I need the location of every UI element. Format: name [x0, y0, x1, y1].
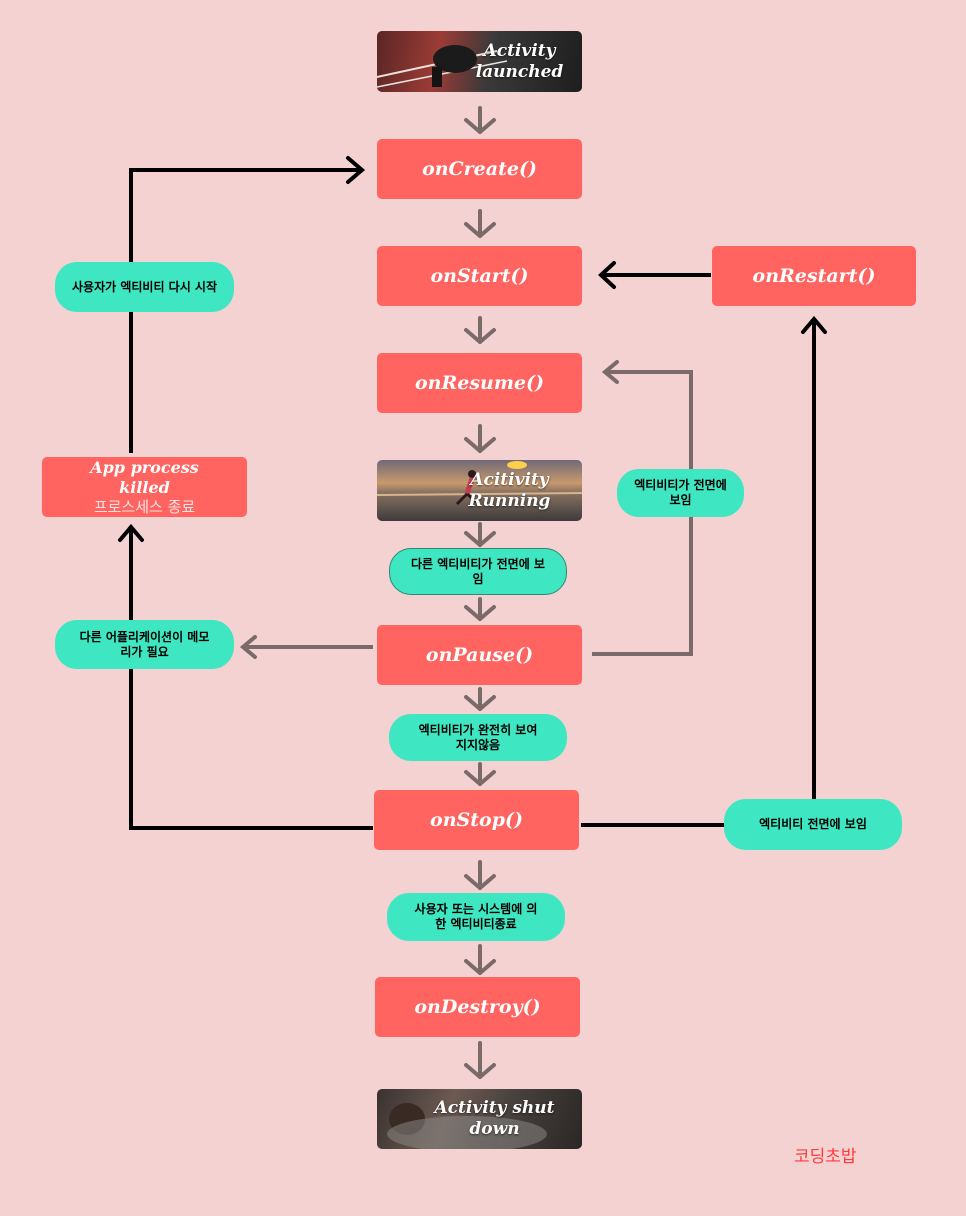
- sleeping-photo-icon: [387, 1103, 547, 1149]
- finish-pill: 사용자 또는 시스템에 의한 엑티비티종료: [387, 893, 565, 941]
- restart-to-start-line: [598, 261, 711, 289]
- down-arrows: [464, 106, 496, 1079]
- front-resume-pill: 엑티비티가 전면에 보임: [617, 469, 744, 517]
- killed-to-create-line: [129, 156, 366, 453]
- activity-running-node: Acitivity Running: [377, 460, 582, 521]
- onrestart-label: onRestart(): [752, 265, 876, 287]
- app-process-killed-node: App process killed 프로스세스 종료: [42, 457, 247, 517]
- arrow-label-stop: [464, 762, 496, 786]
- activity-running-label: Acitivity Running: [468, 469, 551, 511]
- app-process-killed-label: App process killed: [90, 457, 199, 497]
- track-photo-icon: [377, 45, 508, 88]
- onstart-label: onStart(): [430, 265, 529, 287]
- ondestroy-label: onDestroy(): [414, 996, 541, 1018]
- user-restart-pill: 사용자가 엑티비티 다시 시작: [55, 262, 234, 312]
- arrow-destroy-shutdown: [464, 1041, 496, 1079]
- arrow-pause-label: [464, 687, 496, 711]
- arrow-label-destroy: [464, 944, 496, 975]
- onstart-node: onStart(): [377, 246, 582, 306]
- ondestroy-node: onDestroy(): [375, 977, 580, 1037]
- activity-launched-label: Activity launched: [475, 40, 564, 82]
- activity-launched-node: Activity launched: [377, 31, 582, 92]
- front-restart-pill: 엑티비티 전면에 보임: [724, 799, 902, 850]
- stop-to-killed-line: [118, 523, 373, 830]
- oncreate-label: onCreate(): [422, 158, 537, 180]
- onrestart-node: onRestart(): [712, 246, 916, 306]
- arrow-resume-running: [464, 424, 496, 453]
- onstop-label: onStop(): [430, 809, 523, 831]
- arrow-label-pause: [464, 597, 496, 621]
- onstop-node: onStop(): [374, 790, 579, 850]
- pause-to-memory-line: [239, 635, 373, 659]
- activity-shutdown-node: Activity shut down: [377, 1089, 582, 1149]
- brand-watermark: 코딩초밥: [794, 1147, 857, 1167]
- onresume-node: onResume(): [377, 353, 582, 413]
- arrow-launched-create: [464, 106, 496, 134]
- runner-photo-icon: [377, 461, 582, 506]
- not-visible-pill: 엑티비티가 완전히 보여지지않음: [389, 714, 567, 761]
- stop-to-restart-line: [581, 315, 827, 827]
- memory-needed-pill: 다른 어플리케이션이 메모리가 필요: [55, 620, 234, 669]
- onresume-label: onResume(): [414, 372, 545, 394]
- arrow-create-start: [464, 209, 496, 238]
- onpause-label: onPause(): [425, 644, 534, 666]
- process-terminated-label: 프로스세스 종료: [93, 497, 196, 516]
- activity-shutdown-label: Activity shut down: [434, 1098, 555, 1139]
- arrow-start-resume: [464, 316, 496, 344]
- arrow-running-label: [464, 522, 496, 547]
- arrow-stop-label: [464, 860, 496, 890]
- other-front-pill: 다른 엑티비티가 전면에 보임: [389, 548, 567, 595]
- oncreate-node: onCreate(): [377, 139, 582, 199]
- onpause-node: onPause(): [377, 625, 582, 685]
